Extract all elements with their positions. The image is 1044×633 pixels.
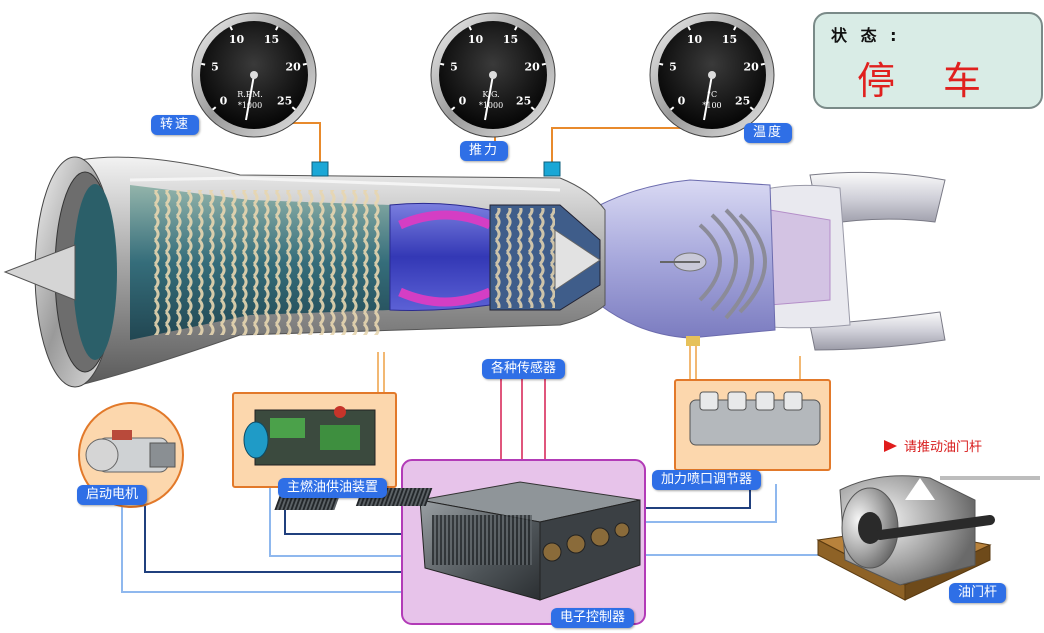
gauge-tick-label: 15 <box>722 33 737 46</box>
gauge-tick-mark <box>541 62 547 66</box>
gauge-center-line1: K.G. <box>482 90 499 99</box>
jet-engine-cutaway <box>3 156 946 388</box>
throttle-hint: 请推动油门杆 <box>904 440 983 455</box>
gauge-tick-label: 25 <box>735 95 750 108</box>
electronic-controller-label[interactable]: 电子控制器 <box>551 608 635 628</box>
gauge-needle <box>484 74 494 121</box>
gauge-tick-label: 15 <box>264 33 279 46</box>
gauge-tick-mark <box>468 26 472 31</box>
gauge-tick-label: 15 <box>503 33 518 46</box>
temperature-gauge-label: 温度 <box>744 123 793 143</box>
thrust-gauge: 0 5 10 15 20 25 K.G. *1000 <box>430 12 556 138</box>
starter-motor-label[interactable]: 启动电机 <box>77 485 148 505</box>
electronic-controller-image[interactable] <box>274 459 646 625</box>
gauge-tick-mark <box>760 62 766 66</box>
gauge-tick-label: 10 <box>468 33 484 46</box>
hint-arrow-icon <box>884 440 897 452</box>
gauge-tick-mark <box>514 26 518 31</box>
status-panel: 状 态 : 停 车 <box>813 12 1043 109</box>
afterburner-regulator-label[interactable]: 加力喷口调节器 <box>652 470 762 490</box>
gauge-tick-mark <box>200 62 206 66</box>
status-value: 停 车 <box>856 59 1000 103</box>
gauge-tick-mark <box>749 106 755 111</box>
gauge-tick-label: 25 <box>277 95 292 108</box>
gauge-needle <box>245 74 255 121</box>
gauge-tick-label: 0 <box>678 95 686 108</box>
gauge-tick-mark <box>450 106 456 111</box>
gauge-tick-mark <box>530 106 536 111</box>
gauge-tick-label: 5 <box>669 61 677 74</box>
gauge-tick-label: 5 <box>211 61 219 74</box>
fuel-supply-image[interactable] <box>232 392 397 488</box>
temperature-gauge: 0 5 10 15 20 25 °C *100 <box>649 12 775 138</box>
status-title: 状 态 : <box>831 26 901 45</box>
gauge-tick-mark <box>211 106 217 111</box>
gauge-tick-label: 10 <box>687 33 703 46</box>
throttle-label[interactable]: 油门杆 <box>949 583 1007 603</box>
afterburner-regulator-image[interactable] <box>674 379 831 471</box>
thrust-gauge-label: 推力 <box>460 141 509 161</box>
gauge-tick-label: 20 <box>524 61 540 74</box>
rpm-gauge-label: 转速 <box>151 115 200 135</box>
gauge-center-line2: *100 <box>702 101 721 110</box>
gauge-tick-label: 20 <box>285 61 301 74</box>
gauge-center-line1: °C <box>707 90 717 99</box>
gauge-needle <box>703 74 713 121</box>
gauge-tick-mark <box>302 62 308 66</box>
gauge-tick-mark <box>669 106 675 111</box>
gauge-tick-label: 5 <box>450 61 458 74</box>
gauge-tick-mark <box>275 26 279 31</box>
gauge-center-line2: *1000 <box>479 101 503 110</box>
starter-motor-image[interactable] <box>78 402 184 508</box>
gauge-tick-label: 0 <box>459 95 467 108</box>
gauge-tick-mark <box>733 26 737 31</box>
gauge-tick-label: 25 <box>516 95 531 108</box>
fuel-supply-label[interactable]: 主燃油供油装置 <box>278 478 388 498</box>
gauge-center-line2: *1000 <box>238 101 262 110</box>
gauge-tick-label: 0 <box>220 95 228 108</box>
gauge-tick-mark <box>658 62 664 66</box>
gauge-tick-mark <box>229 26 233 31</box>
gauge-tick-mark <box>291 106 297 111</box>
gauge-tick-mark <box>687 26 691 31</box>
gauge-tick-label: 10 <box>229 33 245 46</box>
throttle-image[interactable] <box>816 475 1040 601</box>
gauge-tick-mark <box>439 62 445 66</box>
gauge-tick-label: 20 <box>743 61 759 74</box>
sensors-label: 各种传感器 <box>482 359 566 379</box>
